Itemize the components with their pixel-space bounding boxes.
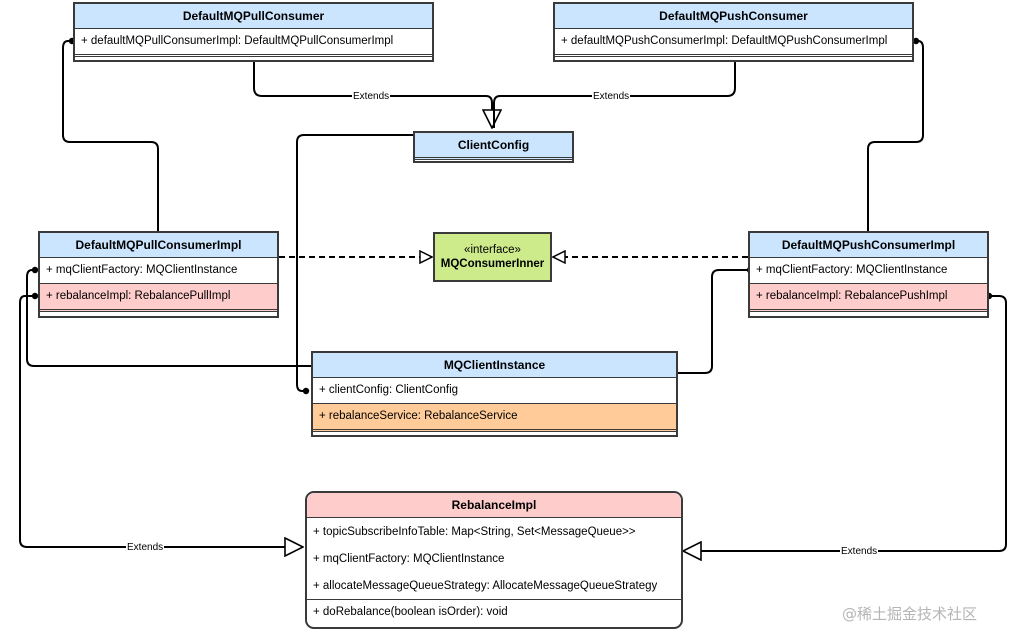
class-title: ClientConfig (415, 133, 572, 160)
class-title: DefaultMQPullConsumerImpl (40, 233, 277, 258)
edge-label-push-extends: Extends (592, 91, 631, 102)
class-default-mq-pull-consumer[interactable]: DefaultMQPullConsumer + defaultMQPullCon… (73, 2, 434, 62)
interface-stereotype: «interface» (464, 244, 521, 256)
class-default-mq-push-consumer-impl[interactable]: DefaultMQPushConsumerImpl + mqClientFact… (748, 231, 989, 318)
edge-pull-factory-composition (26, 266, 312, 367)
edge-pull-rebalance-extends (19, 296, 303, 547)
method-separator (307, 599, 681, 600)
edge-push-impl-composition (867, 37, 924, 231)
class-title: DefaultMQPushConsumer (555, 4, 912, 29)
watermark: @稀土掘金技术社区 (842, 605, 978, 623)
class-default-mq-pull-consumer-impl[interactable]: DefaultMQPullConsumerImpl + mqClientFact… (38, 231, 279, 318)
field-list: + topicSubscribeInfoTable: Map<String, S… (307, 518, 681, 599)
field-row: + topicSubscribeInfoTable: Map<String, S… (313, 526, 636, 538)
edge-label-pull-extends: Extends (352, 91, 391, 102)
field-row: + allocateMessageQueueStrategy: Allocate… (313, 580, 658, 592)
edge-push-factory-composition (677, 266, 754, 374)
interface-name: MQConsumerInner (440, 258, 545, 270)
edge-pull-impl-composition (62, 37, 159, 231)
class-title: DefaultMQPullConsumer (75, 4, 432, 29)
class-client-config[interactable]: ClientConfig (413, 131, 574, 163)
class-title: RebalanceImpl (307, 493, 681, 518)
class-rebalance-impl[interactable]: RebalanceImpl + topicSubscribeInfoTable:… (305, 491, 683, 629)
class-title: MQClientInstance (313, 353, 676, 378)
field-row-highlighted: + rebalanceImpl: RebalancePushImpl (750, 284, 987, 312)
interface-mq-consumer-inner[interactable]: «interface» MQConsumerInner (433, 232, 552, 282)
field-row-highlighted: + rebalanceService: RebalanceService (313, 404, 676, 432)
edge-push-rebalance-extends (683, 296, 1007, 551)
field-row: + mqClientFactory: MQClientInstance (313, 553, 505, 565)
class-mq-client-instance[interactable]: MQClientInstance + clientConfig: ClientC… (311, 351, 678, 437)
edge-label-push-rebalance-extends: Extends (840, 546, 879, 557)
field-row: + clientConfig: ClientConfig (313, 378, 676, 404)
edge-label-pull-rebalance-extends: Extends (126, 542, 165, 553)
field-row: + defaultMQPullConsumerImpl: DefaultMQPu… (75, 29, 432, 57)
field-row-highlighted: + rebalanceImpl: RebalancePullImpl (40, 284, 277, 312)
field-row: + mqClientFactory: MQClientInstance (40, 258, 277, 284)
field-row: + mqClientFactory: MQClientInstance (750, 258, 987, 284)
method-row: + doRebalance(boolean isOrder): void (313, 606, 508, 618)
class-title: DefaultMQPushConsumerImpl (750, 233, 987, 258)
field-row: + defaultMQPushConsumerImpl: DefaultMQPu… (555, 29, 912, 57)
class-default-mq-push-consumer[interactable]: DefaultMQPushConsumer + defaultMQPushCon… (553, 2, 914, 62)
